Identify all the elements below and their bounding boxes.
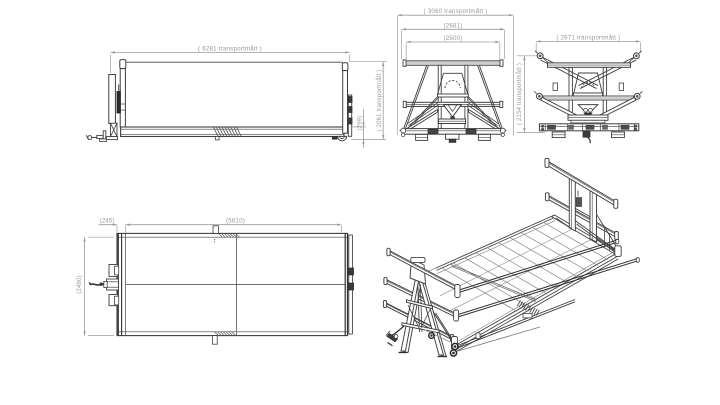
svg-text:( 2061 transportmått ): ( 2061 transportmått ) xyxy=(376,69,383,131)
svg-text:( 3060 transportmått ): ( 3060 transportmått ) xyxy=(424,8,488,15)
svg-text:( 2154 transportmått ): ( 2154 transportmått ) xyxy=(516,63,523,125)
svg-text:( 6281 transportmått ): ( 6281 transportmått ) xyxy=(198,45,262,52)
svg-text:( 2671 transportmått ): ( 2671 transportmått ) xyxy=(556,34,620,41)
svg-text:(2480): (2480) xyxy=(77,275,83,294)
svg-text:(245): (245) xyxy=(100,219,115,225)
svg-text:(2500): (2500) xyxy=(443,35,462,42)
svg-text:(2681): (2681) xyxy=(443,22,462,29)
svg-text:(5610): (5610) xyxy=(226,218,245,225)
svg-text:(299): (299) xyxy=(357,115,363,130)
